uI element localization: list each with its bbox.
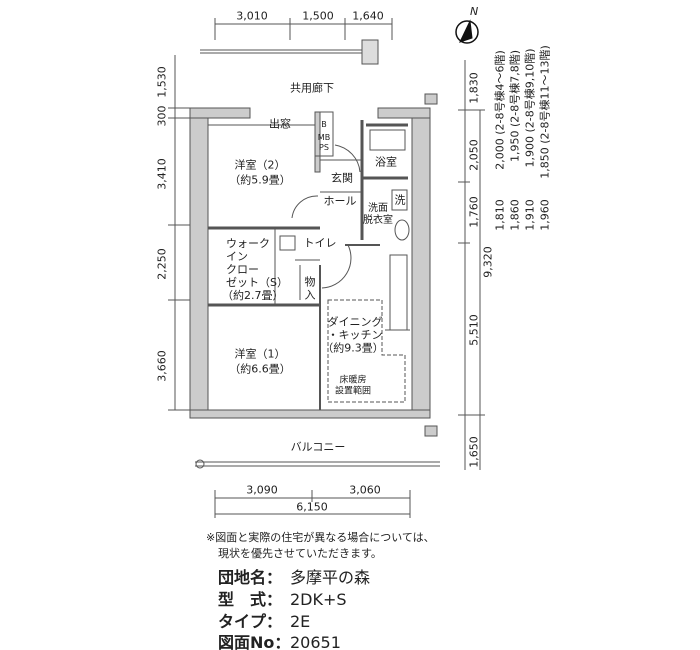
- dim-left-1: 1,530: [155, 66, 169, 98]
- label-washer: 洗: [394, 193, 406, 207]
- dim-left-3: 3,410: [155, 158, 169, 190]
- dim-variant2-1: 1,810: [493, 199, 507, 231]
- label-balcony: バルコニー: [290, 440, 346, 454]
- label-western1-size: （約6.6畳）: [229, 362, 291, 376]
- label-western2-size: （約5.9畳）: [229, 173, 291, 187]
- label-closet-3: クロー: [226, 263, 259, 276]
- dim-variant2-4: 1,960: [538, 199, 552, 231]
- dim-top-1: 3,010: [236, 9, 268, 23]
- label-closet-2: イン: [226, 250, 248, 263]
- dim-left-4: 2,250: [155, 248, 169, 280]
- label-mb: MB: [317, 133, 331, 142]
- info-value: 多摩平の森: [290, 568, 371, 587]
- info-type: タイプ： 2E: [218, 614, 310, 630]
- label-closet-4: ゼット（S）: [226, 276, 288, 289]
- dim-right-2: 2,050: [467, 139, 481, 171]
- compass-north-label: N: [470, 5, 479, 18]
- label-closet-1: ウォーク: [226, 237, 270, 250]
- info-label: 図面No：: [218, 633, 291, 650]
- label-western1: 洋室（1）: [234, 347, 286, 361]
- info-model: 型 式： 2DK+S: [218, 592, 347, 608]
- dim-right-4: 5,510: [467, 314, 481, 346]
- dim-bottom-2: 3,060: [349, 483, 381, 497]
- label-storage-1: 物: [304, 275, 316, 289]
- label-dk-size: （約9.3畳）: [322, 341, 384, 355]
- label-hall: ホール: [323, 194, 357, 208]
- info-label: 型 式：: [218, 590, 283, 609]
- label-bath: 浴室: [375, 155, 397, 169]
- dim-right-5: 1,650: [467, 436, 481, 468]
- dim-right-3: 1,760: [467, 196, 481, 228]
- label-ps: PS: [319, 143, 329, 152]
- dim-variant-3: 1,900 (2-8号棟9,10階): [523, 48, 537, 168]
- label-corridor: 共用廊下: [290, 81, 334, 95]
- info-value: 2DK+S: [290, 590, 347, 609]
- label-b: B: [321, 120, 327, 129]
- info-value: 2E: [290, 612, 311, 631]
- label-closet-5: （約2.7畳）: [222, 289, 284, 302]
- dim-variant-4: 1,850 (2-8号棟11〜13階): [538, 45, 552, 179]
- label-bay-window: 出窓: [269, 117, 291, 131]
- dim-right-1: 1,830: [467, 72, 481, 104]
- dim-bottom-1: 3,090: [246, 483, 278, 497]
- dim-left-5: 3,660: [155, 350, 169, 382]
- info-drawing-no: 図面No：20651: [218, 635, 341, 650]
- label-washroom-2: 脱衣室: [363, 215, 393, 226]
- label-dk-2: ・キッチン: [327, 328, 383, 342]
- dim-variant-1: 2,000 (2-8号棟4〜6階): [493, 50, 507, 170]
- dim-right-total: 9,320: [481, 246, 495, 278]
- dim-top-3: 1,640: [352, 9, 384, 23]
- note-line-2: 現状を優先させていただきます。: [218, 547, 382, 560]
- label-floor-heat-1: 床暖房: [339, 375, 367, 386]
- label-storage-2: 入: [304, 288, 316, 302]
- label-entrance: 玄関: [331, 171, 353, 185]
- dim-variant2-2: 1,860: [508, 199, 522, 231]
- label-floor-heat-2: 設置範囲: [334, 386, 372, 397]
- note-line-1: ※図面と実際の住宅が異なる場合については、: [206, 531, 435, 544]
- label-western2: 洋室（2）: [234, 158, 286, 172]
- label-washroom-1: 洗面: [368, 203, 388, 214]
- dim-top-2: 1,500: [302, 9, 334, 23]
- dim-variant-2: 1,950 (2-8号棟7,8階): [508, 49, 522, 163]
- info-value: 20651: [290, 633, 341, 650]
- info-label: 団地名：: [218, 568, 283, 587]
- dim-variant2-3: 1,910: [523, 199, 537, 231]
- info-label: タイプ：: [218, 612, 283, 631]
- label-toilet: トイレ: [303, 236, 337, 250]
- dim-bottom-total: 6,150: [296, 500, 328, 514]
- dim-left-2: 300: [155, 105, 169, 127]
- label-dk-1: ダイニング: [327, 315, 383, 329]
- info-complex-name: 団地名： 多摩平の森: [218, 570, 370, 586]
